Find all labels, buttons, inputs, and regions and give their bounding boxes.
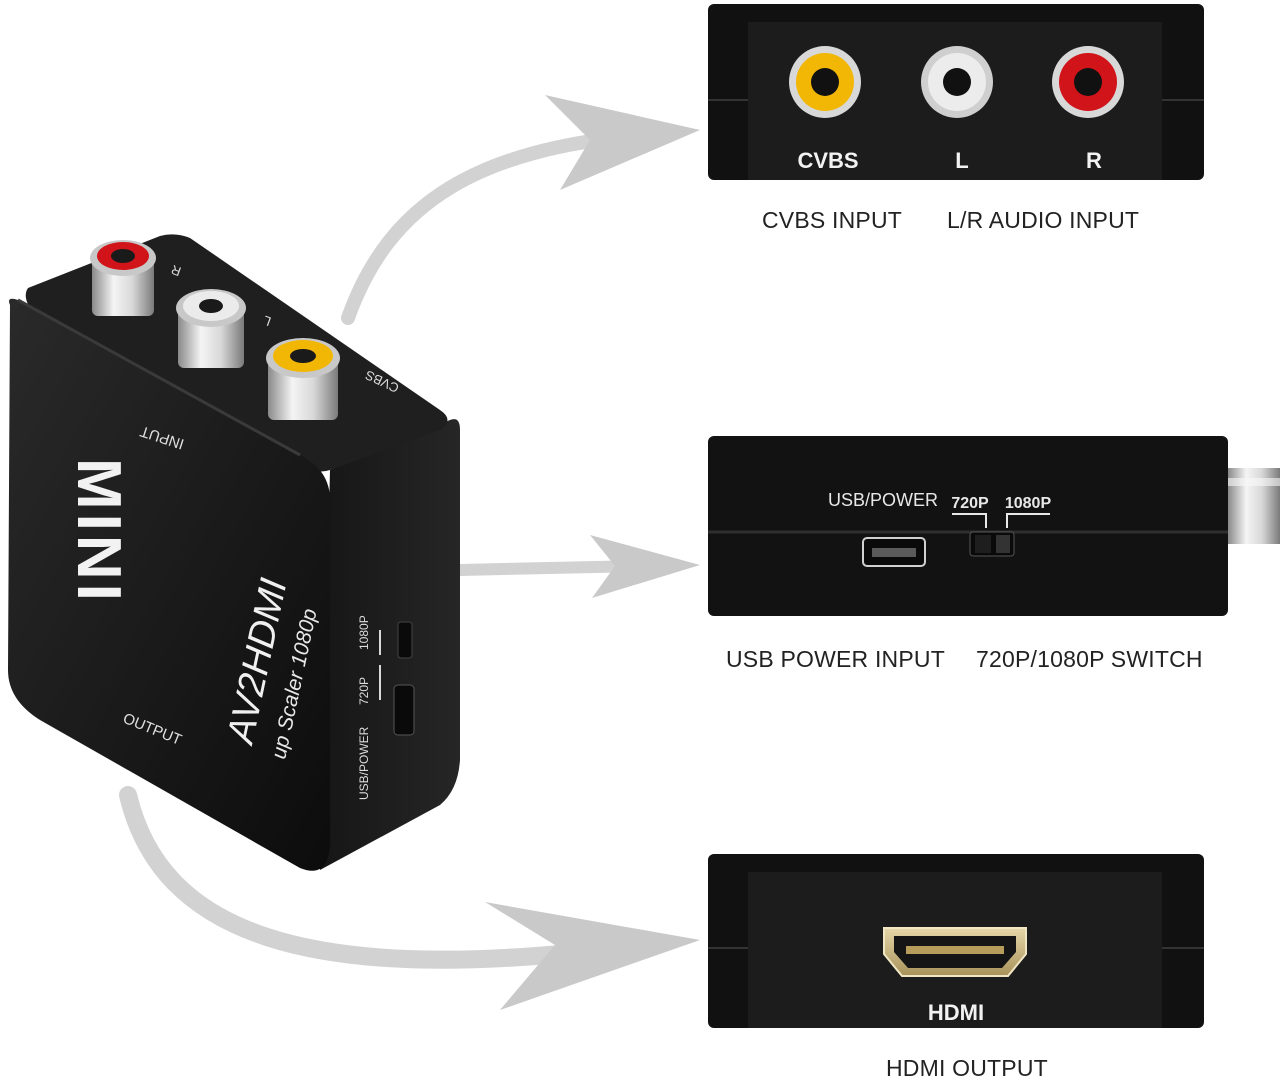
device-rca-jack-red xyxy=(90,240,156,316)
device-rca-jack-yellow xyxy=(266,338,340,420)
output-panel: HDMI xyxy=(708,854,1204,1028)
hdmi-output-caption: HDMI OUTPUT xyxy=(886,1055,1048,1081)
device-side-720p-label: 720P xyxy=(357,677,371,705)
power-panel: USB/POWER 720P 1080P xyxy=(708,436,1280,616)
usb-power-input-caption: USB POWER INPUT xyxy=(726,646,945,672)
arrow-to-input-panel xyxy=(341,95,700,325)
protruding-rca-jack xyxy=(1228,468,1280,544)
port-label-cvbs: CVBS xyxy=(797,148,858,173)
device-side-usb-port xyxy=(393,684,415,736)
device-side-switch xyxy=(397,621,413,659)
switch-1080p-label: 1080P xyxy=(1005,495,1052,512)
resolution-switch xyxy=(969,531,1015,557)
device-side-usb-label: USB/POWER xyxy=(357,726,371,800)
arrow-to-output-panel xyxy=(119,786,700,1010)
device-side-face xyxy=(320,419,460,870)
switch-720p-label: 720P xyxy=(951,495,989,512)
cvbs-input-caption: CVBS INPUT xyxy=(762,207,903,233)
hdmi-port xyxy=(883,927,1027,977)
port-label-r: R xyxy=(1086,148,1102,173)
device-side-1080p-label: 1080P xyxy=(357,615,371,650)
port-label-l: L xyxy=(955,148,968,173)
arrow-to-power-panel xyxy=(454,535,700,598)
audio-l-jack xyxy=(921,46,993,118)
cvbs-jack xyxy=(789,46,861,118)
audio-r-jack xyxy=(1052,46,1124,118)
port-label-hdmi: HDMI xyxy=(928,1000,984,1025)
usb-power-label: USB/POWER xyxy=(828,490,938,510)
mini-usb-port xyxy=(862,537,926,567)
input-panel: CVBS L R xyxy=(708,4,1204,180)
converter-device: R L CVBS INPUT MINI AV2HDMI up Scaler 10… xyxy=(8,234,460,871)
device-front-face xyxy=(8,298,330,871)
device-brand-logo: MINI xyxy=(64,458,133,605)
device-rca-jack-white xyxy=(176,289,246,368)
audio-input-caption: L/R AUDIO INPUT xyxy=(947,207,1140,233)
resolution-switch-caption: 720P/1080P SWITCH xyxy=(976,646,1203,672)
device-label-l: L xyxy=(261,313,273,330)
